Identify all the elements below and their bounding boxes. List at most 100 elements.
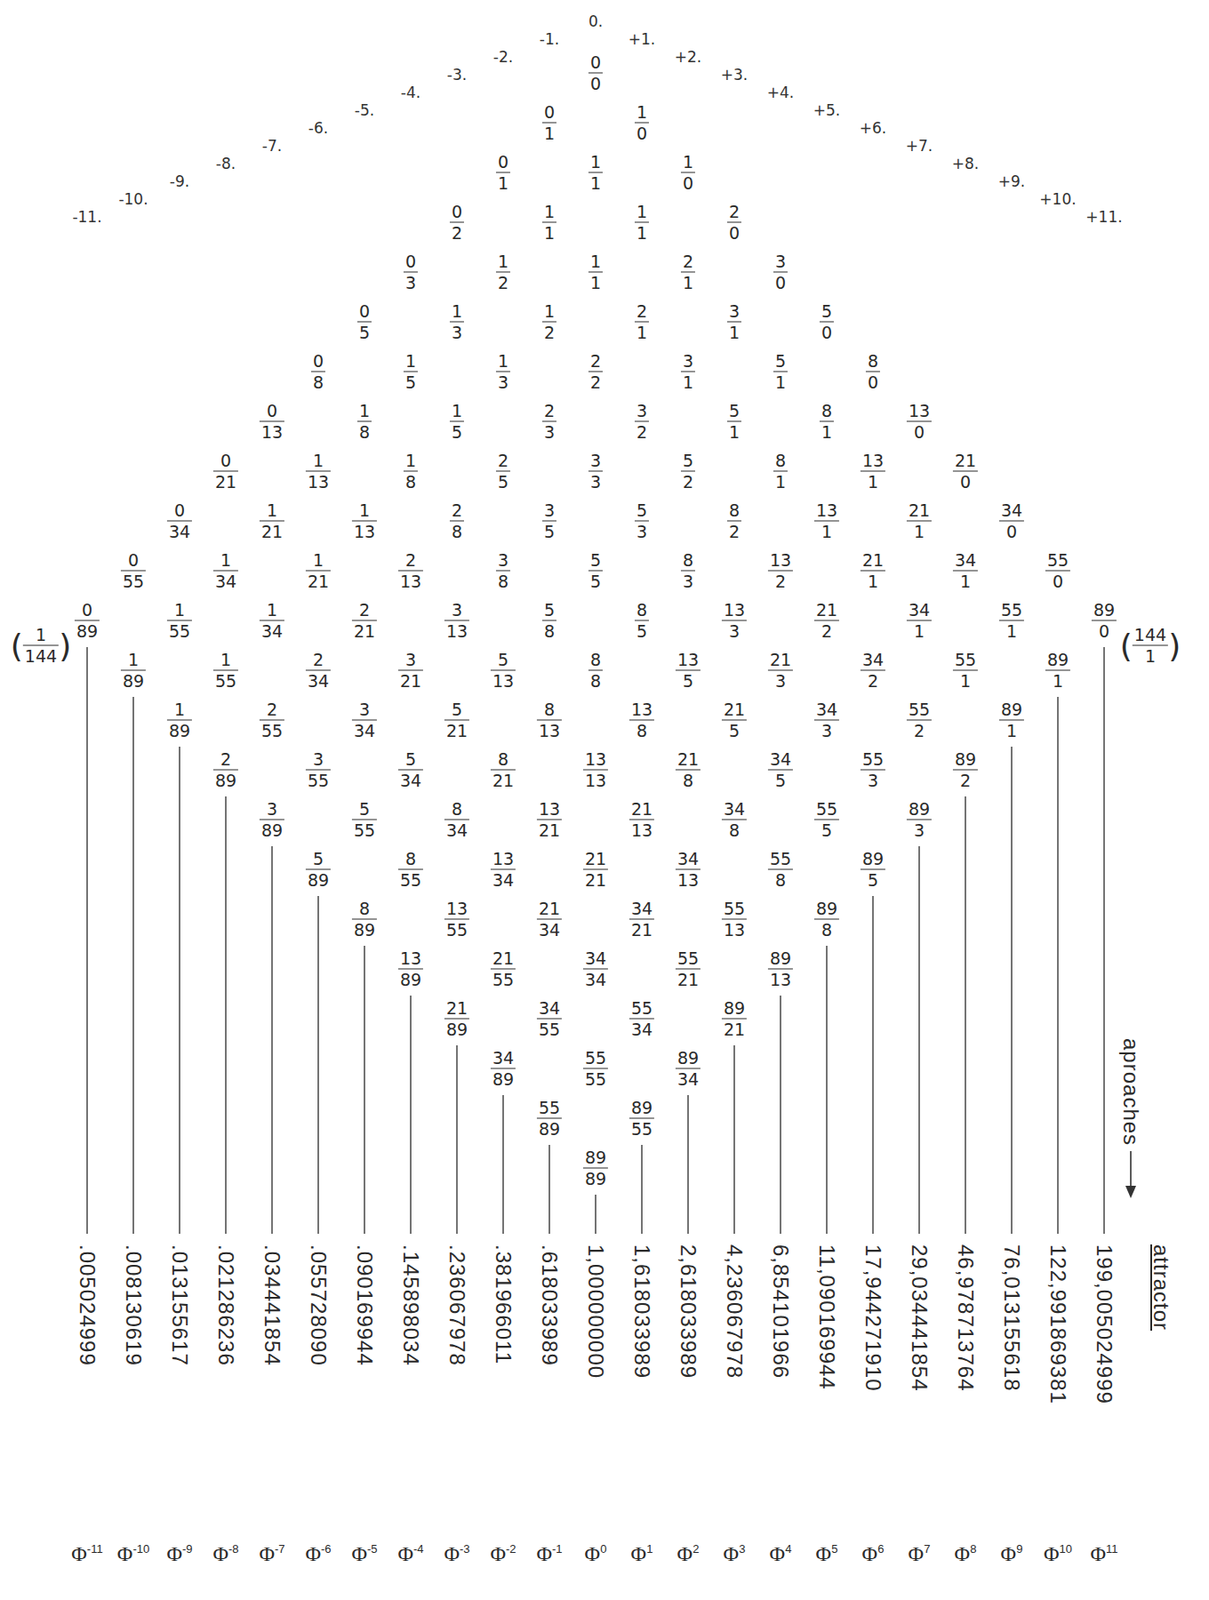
numerator: 13 — [398, 949, 424, 969]
fraction-bar — [403, 371, 418, 373]
numerator: 89 — [906, 800, 932, 819]
numerator: 5 — [680, 451, 696, 471]
fraction-bar — [860, 869, 886, 871]
power-value: .013155617 — [167, 1244, 193, 1367]
fraction-bar — [542, 222, 557, 224]
fraction-bar — [721, 720, 747, 721]
denominator: 34 — [167, 522, 193, 542]
denominator: 3 — [912, 821, 927, 841]
denominator: 34 — [583, 970, 609, 990]
fraction-bar — [490, 1068, 516, 1070]
exponent: 4 — [784, 1542, 792, 1556]
fibonacci-fraction: 3434 — [583, 949, 609, 990]
fraction-bar — [403, 272, 418, 273]
fraction-bar — [768, 769, 793, 771]
fibonacci-fraction: 134 — [259, 600, 285, 641]
phi-power: Φ4 — [769, 1542, 793, 1567]
fraction-bar — [860, 769, 886, 771]
fraction-bar — [305, 670, 331, 672]
numerator: 1 — [218, 551, 233, 570]
denominator: 2 — [634, 423, 649, 442]
power-value: 1,618033989 — [629, 1244, 655, 1379]
numerator: 34 — [583, 949, 609, 969]
numerator: 5 — [634, 501, 649, 521]
fraction-bar — [629, 919, 655, 921]
fraction-bar — [259, 620, 285, 622]
column-label: +3. — [720, 65, 748, 84]
denominator: 13 — [583, 771, 609, 791]
numerator: 89 — [721, 999, 747, 1018]
numerator: 5 — [819, 302, 834, 321]
numerator: 2 — [634, 302, 649, 321]
denominator: 2 — [819, 622, 834, 641]
fraction-bar — [675, 769, 701, 771]
exponent: -6 — [320, 1542, 332, 1556]
denominator: 13 — [259, 423, 285, 442]
fraction-bar — [120, 570, 146, 572]
fibonacci-fraction: 21 — [634, 302, 649, 343]
denominator: 2 — [912, 721, 927, 741]
denominator: 5 — [542, 522, 557, 542]
numerator: 0 — [449, 202, 465, 222]
fibonacci-fraction: 341 — [906, 600, 932, 641]
fraction-bar — [490, 869, 516, 871]
fibonacci-fraction: 189 — [167, 700, 193, 741]
power-value: .145898034 — [398, 1244, 424, 1367]
column-line — [1103, 647, 1105, 1234]
fibonacci-fraction: 3455 — [536, 999, 562, 1040]
numerator: 21 — [675, 750, 701, 769]
bracketed-fraction: (1144) — [10, 625, 72, 666]
denominator: 89 — [444, 1020, 470, 1040]
fibonacci-fraction: 891 — [999, 700, 1025, 741]
fibonacci-fraction: 821 — [490, 750, 516, 791]
fraction-bar — [588, 72, 603, 74]
fibonacci-fraction: 55 — [588, 551, 603, 592]
column-line — [733, 1045, 735, 1234]
denominator: 5 — [819, 821, 834, 841]
numerator: 5 — [403, 750, 418, 769]
fraction-bar — [773, 371, 788, 373]
numerator: 1 — [126, 650, 141, 670]
fibonacci-fraction: 8934 — [675, 1048, 701, 1089]
fraction-bar — [259, 819, 285, 821]
numerator: 89 — [675, 1048, 701, 1068]
power-value: .034441854 — [259, 1244, 285, 1367]
numerator: 13 — [814, 501, 840, 521]
fibonacci-fraction: 1355 — [444, 899, 470, 940]
column-label: -10. — [118, 190, 148, 209]
phi-symbol: Φ — [677, 1542, 694, 1566]
column-label: +8. — [952, 154, 979, 173]
numerator: 89 — [583, 1148, 609, 1168]
parenthesis: ) — [1168, 627, 1181, 664]
fraction-bar — [819, 421, 834, 423]
fraction-bar — [74, 620, 100, 622]
fraction-bar — [357, 421, 372, 423]
numerator: 1 — [634, 202, 649, 222]
fraction-bar — [773, 272, 788, 273]
fraction-bar — [634, 620, 649, 622]
fibonacci-fraction: 1334 — [490, 849, 516, 890]
fraction-bar — [768, 670, 793, 672]
fibonacci-fraction: 340 — [999, 501, 1025, 542]
denominator: 0 — [1096, 622, 1112, 641]
numerator: 1 — [264, 600, 280, 620]
fraction-bar — [542, 421, 557, 423]
denominator: 1 — [958, 572, 973, 592]
fraction-bar — [120, 670, 146, 672]
fibonacci-fraction: 2121 — [583, 849, 609, 890]
denominator: 89 — [398, 970, 424, 990]
fibonacci-fraction: 551 — [952, 650, 978, 691]
fraction-bar — [444, 1018, 470, 1020]
phi-power: Φ-1 — [536, 1542, 562, 1567]
fibonacci-fraction: 155 — [167, 600, 193, 641]
power-value: 46,978713764 — [952, 1244, 978, 1393]
column-line — [825, 945, 827, 1234]
exponent: 5 — [831, 1542, 838, 1556]
fraction-bar — [167, 620, 193, 622]
fraction-bar — [814, 919, 840, 921]
numerator: 2 — [264, 700, 280, 720]
fraction-bar — [860, 670, 886, 672]
denominator: 34 — [444, 821, 470, 841]
denominator: 8 — [311, 373, 326, 393]
